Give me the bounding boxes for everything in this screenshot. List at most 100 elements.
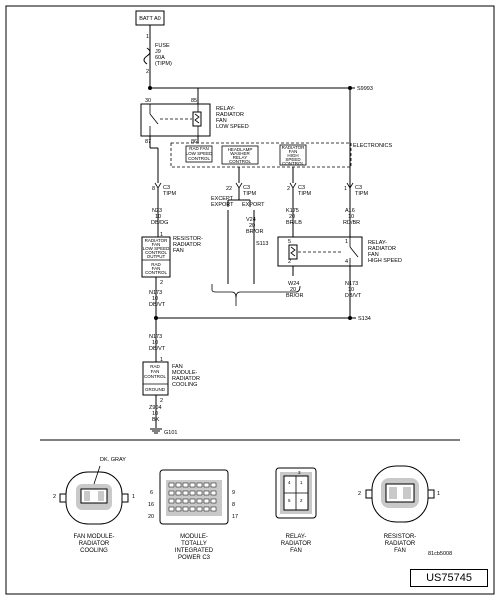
wire-z904-color: BK [152,417,160,423]
wire-z904-gauge: 10 [152,411,158,417]
relay-high-pin-1: 1 [345,239,348,245]
svg-text:FAN: FAN [290,548,302,554]
splice-s113: S113 [256,241,268,247]
relay-low-name-1: RELAY- [216,106,235,112]
relay-high-pin-4: 4 [345,259,348,265]
splice-dot [148,86,152,90]
svg-text:RADIATOR: RADIATOR [145,238,169,243]
svg-text:1: 1 [132,494,135,500]
svg-text:CONTROL: CONTROL [145,250,167,255]
svg-text:TOTALLY: TOTALLY [181,541,207,547]
fan-module-name-2: MODULE- [172,370,198,376]
relay-high-name-3: FAN [368,252,379,258]
fan-module-color-note: DK. GRAY [100,457,126,463]
fan-module-name-3: RADIATOR [172,376,200,382]
splice-s134: S134 [358,316,371,322]
wire-v24-color: BR/OR [246,229,263,235]
svg-text:1: 1 [437,491,440,497]
relay-low-name-3: FAN [216,118,227,124]
svg-text:CONTROL: CONTROL [229,159,251,164]
svg-text:17: 17 [232,514,238,520]
relay-low-pin-30: 30 [145,98,151,104]
wire-n173a-color: DB/VT [149,302,166,308]
wire-w24-color: BR/OR [286,293,303,299]
svg-text:C3: C3 [243,185,250,191]
figure-id: 81cb5008 [428,551,452,557]
resistor-radiator-fan [141,236,171,278]
wire-a16-gauge: 10 [348,214,354,220]
connector-view-relay [275,467,317,519]
battery-label: BATT A0 [139,16,161,22]
svg-text:WASHER: WASHER [230,151,250,156]
wire-w24-gauge: 20 [290,287,296,293]
page-border [5,5,495,595]
relay-low-pin-87: 87 [145,139,151,145]
document-id: US75745 [410,569,488,587]
svg-text:RAD: RAD [150,364,160,369]
svg-text:RADIATOR: RADIATOR [79,541,110,547]
svg-text:9: 9 [232,490,235,496]
svg-text:HIGH: HIGH [287,153,298,158]
fuse-rating: 60A [155,55,165,61]
svg-text:22: 22 [226,186,232,192]
wire-n23-id: N23 [152,208,162,214]
svg-text:16: 16 [148,502,154,508]
svg-text:5: 5 [288,498,291,503]
export-label: EXPORT [242,202,265,208]
wire-w24-id: W24 [288,281,299,287]
wire-v24-gauge: 20 [249,223,255,229]
svg-text:C3: C3 [163,185,170,191]
wire-n173c-color: DB/VT [149,346,166,352]
svg-text:RESISTOR-: RESISTOR- [384,534,417,540]
svg-text:2: 2 [287,186,290,192]
wire-k175-gauge: 20 [289,214,295,220]
fan-module-pin-top: 1 [160,357,163,363]
svg-text:2: 2 [53,494,56,500]
svg-text:C3: C3 [355,185,362,191]
connector-view-fan-module [59,465,129,525]
svg-text:OUTPUT: OUTPUT [147,254,166,259]
svg-text:POWER C3: POWER C3 [178,555,211,561]
wire-v24-id: V24 [246,217,256,223]
svg-text:SPEED: SPEED [285,157,301,162]
svg-text:RAD: RAD [151,262,161,267]
connector-c3-pin8: 8 C3 TIPM [152,182,177,197]
fuse-location: (TIPM) [155,61,172,67]
fan-module-name-1: FAN [172,364,183,370]
svg-text:MODULE-: MODULE- [180,534,208,540]
svg-text:HEADLAMP: HEADLAMP [228,147,253,152]
svg-text:1: 1 [300,480,303,485]
relay-high-name-1: RELAY- [368,240,387,246]
relay-high-switch [349,246,359,258]
relay-high-pin-2: 2 [288,259,291,265]
svg-text:RADIATOR: RADIATOR [281,541,312,547]
wire-n23-gauge: 10 [155,214,161,220]
svg-text:FAN MODULE-: FAN MODULE- [73,534,114,540]
svg-text:2: 2 [358,491,361,497]
electronics-cell-headlamp [221,145,259,165]
svg-text:INTEGRATED: INTEGRATED [175,548,214,554]
fuse-symbol [143,47,151,65]
relay-low-pin-86: 86 [191,139,197,145]
svg-text:COOLING: COOLING [80,548,108,554]
svg-text:RELAY: RELAY [233,155,247,160]
resistor-name-2: RADIATOR [173,242,201,248]
svg-text:TIPM: TIPM [298,191,312,197]
svg-text:4: 4 [288,480,291,485]
wire-n173b-id: N173 [345,281,358,287]
ground-g101: G101 [164,430,177,436]
connector-c3-pin1: 1 C3 TIPM [344,182,369,197]
relay-high-speed [277,236,363,267]
svg-text:TIPM: TIPM [355,191,369,197]
svg-text:TIPM: TIPM [243,191,257,197]
svg-text:FAN: FAN [151,369,160,374]
svg-text:RAD FAN: RAD FAN [189,146,209,151]
fan-module-pin-bottom: 2 [160,398,163,404]
brace [211,284,301,299]
wire-k175-color: BR/LB [286,220,302,226]
svg-text:8: 8 [152,186,155,192]
resistor-name-1: RESISTOR- [173,236,203,242]
relay-low-switch [149,113,159,125]
svg-text:FAN: FAN [289,149,298,154]
electronics-cell-low [185,145,213,163]
